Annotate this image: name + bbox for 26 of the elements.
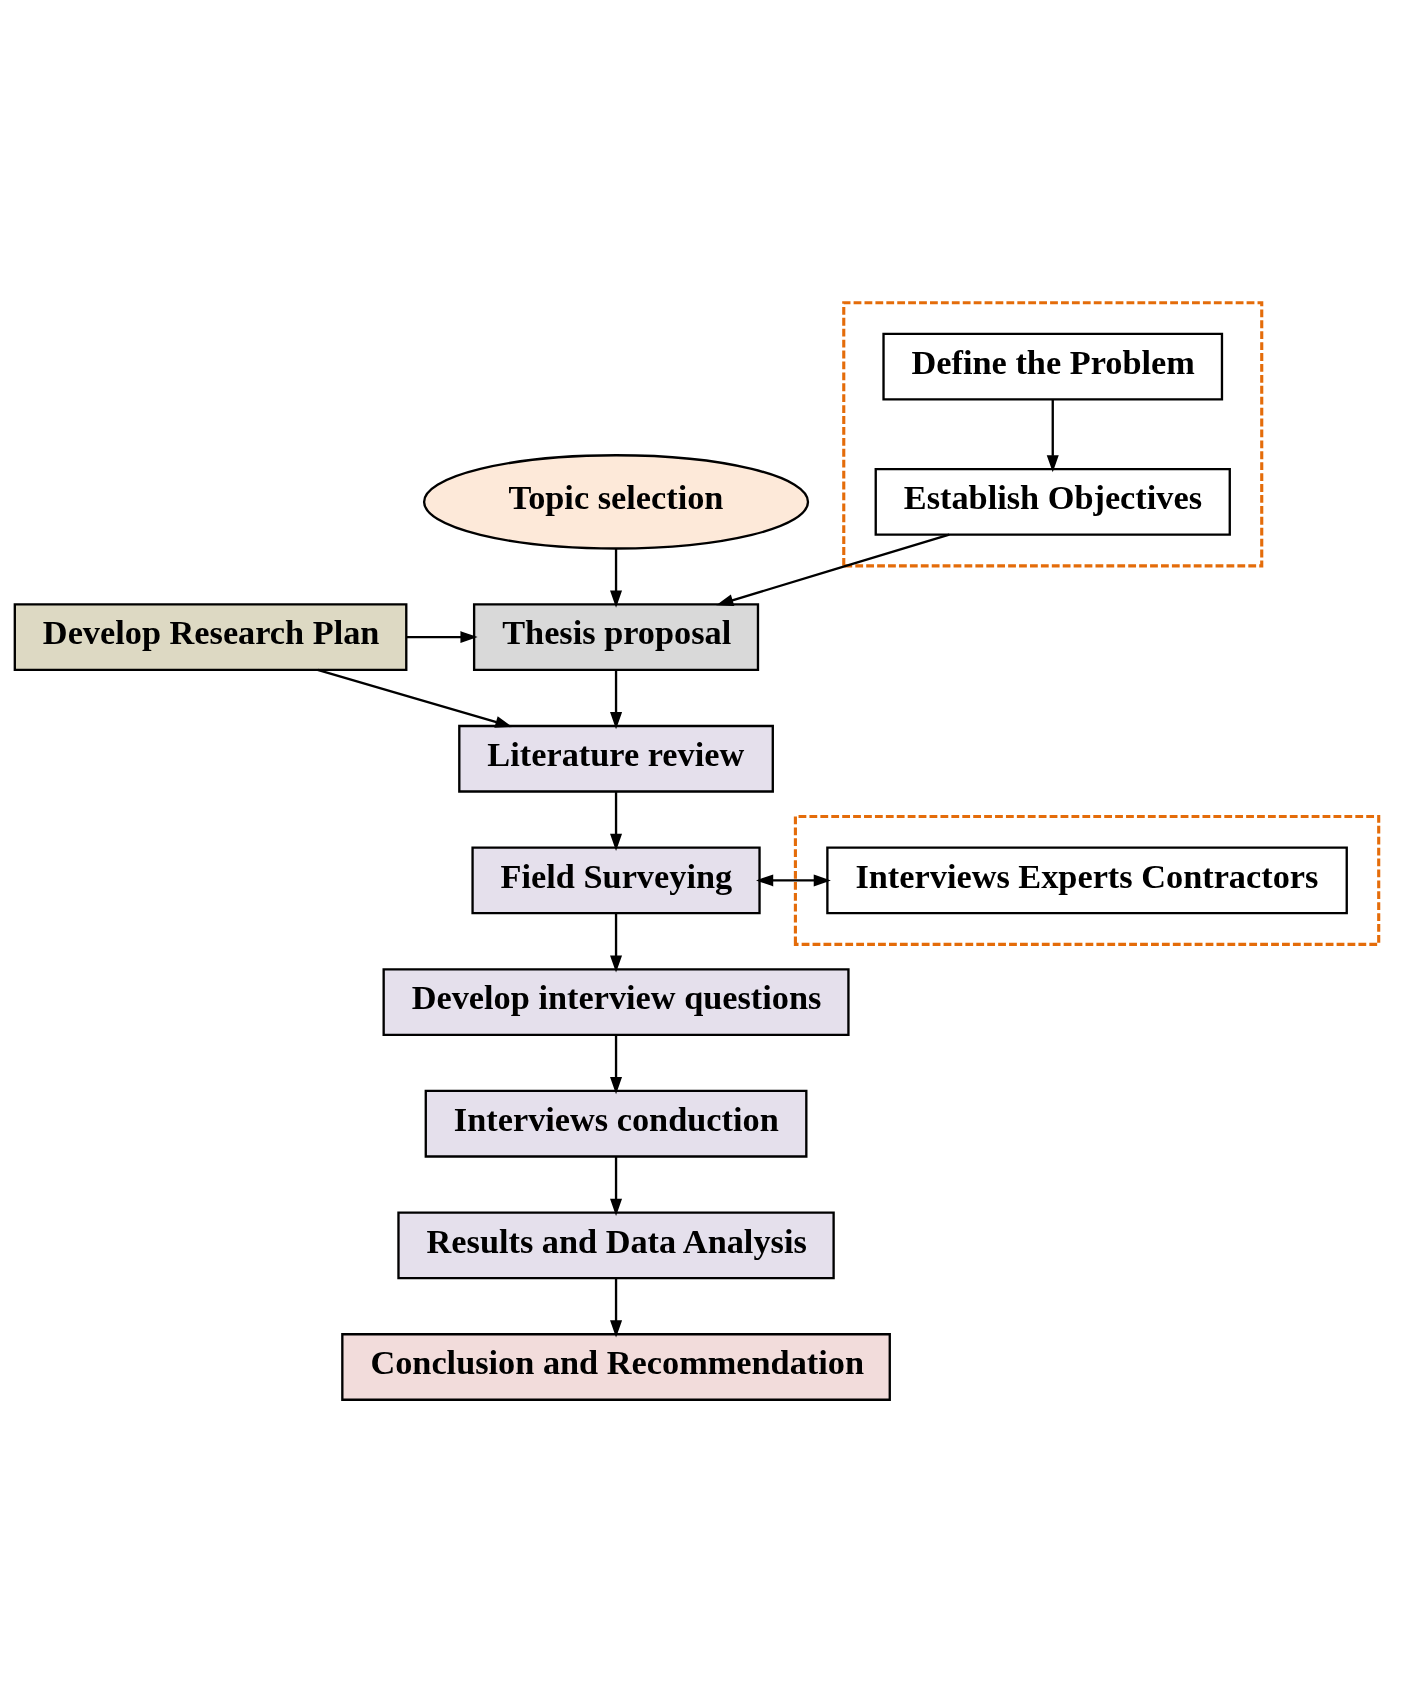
cluster <box>793 814 1381 946</box>
arrow <box>406 630 478 643</box>
cluster <box>842 300 1264 567</box>
arrow <box>716 533 950 606</box>
arrow <box>610 791 623 851</box>
arrow <box>610 1034 623 1094</box>
node-box: Thesis proposal <box>472 602 760 671</box>
node-box: Establish Objectives <box>874 467 1231 536</box>
node-box: Interviews conduction <box>424 1089 808 1158</box>
arrow <box>610 913 623 973</box>
node-box: Literature review <box>458 724 774 793</box>
arrow <box>610 1156 623 1216</box>
node-ellipse: Topic selection <box>422 453 810 550</box>
arrow <box>610 548 623 608</box>
arrow <box>610 669 623 729</box>
arrow <box>317 668 513 728</box>
node-box: Define the Problem <box>882 332 1224 401</box>
arrow <box>610 1278 623 1338</box>
arrow <box>1046 399 1059 472</box>
arrow <box>756 873 831 886</box>
node-box: Interviews Experts Contractors <box>826 846 1348 914</box>
node-box: Develop interview questions <box>382 967 850 1036</box>
node-box: Results and Data Analysis <box>397 1210 835 1279</box>
node-box: Conclusion and Recommendation <box>341 1332 891 1401</box>
node-box: Field Surveying <box>471 846 761 914</box>
node-box: Develop Research Plan <box>13 602 408 671</box>
